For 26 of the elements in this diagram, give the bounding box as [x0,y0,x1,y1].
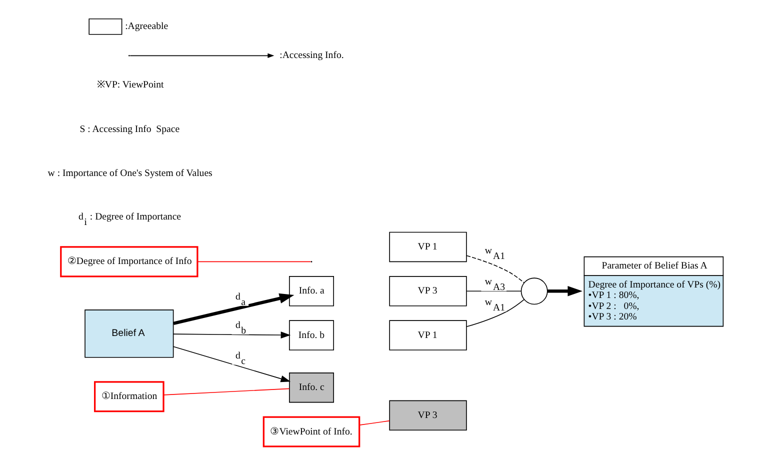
node-box: Info. a [289,276,334,306]
legend-label: :Agreeable [125,21,168,32]
node-box: Info. c [289,372,334,403]
node-box: ②Degree of Importance of Info [60,246,198,278]
node-box: VP 3 [389,276,467,306]
connector [358,420,390,426]
connector [197,261,312,262]
node-box: VP 1 [389,320,467,350]
node-box: Info. b [289,320,334,350]
node-box: VP 1 [389,232,467,262]
label: S : Accessing Info Space [80,124,180,135]
arrow [173,293,294,326]
node-box: ①Information [94,381,164,412]
label: ※VP: ViewPoint [96,80,164,91]
label: w : Importance of One's System of Values [48,168,212,179]
connector [163,388,290,396]
node-box: ③ViewPoint of Info. [262,416,360,448]
node-box: VP 3 [389,400,467,431]
connector [466,299,524,328]
connector [466,255,524,284]
legend-label: :Accessing Info. [280,50,344,62]
connector [466,290,522,292]
node-box: Belief A [84,310,174,358]
node-circle [520,278,548,305]
arrow [548,286,582,296]
arrow [173,332,291,338]
